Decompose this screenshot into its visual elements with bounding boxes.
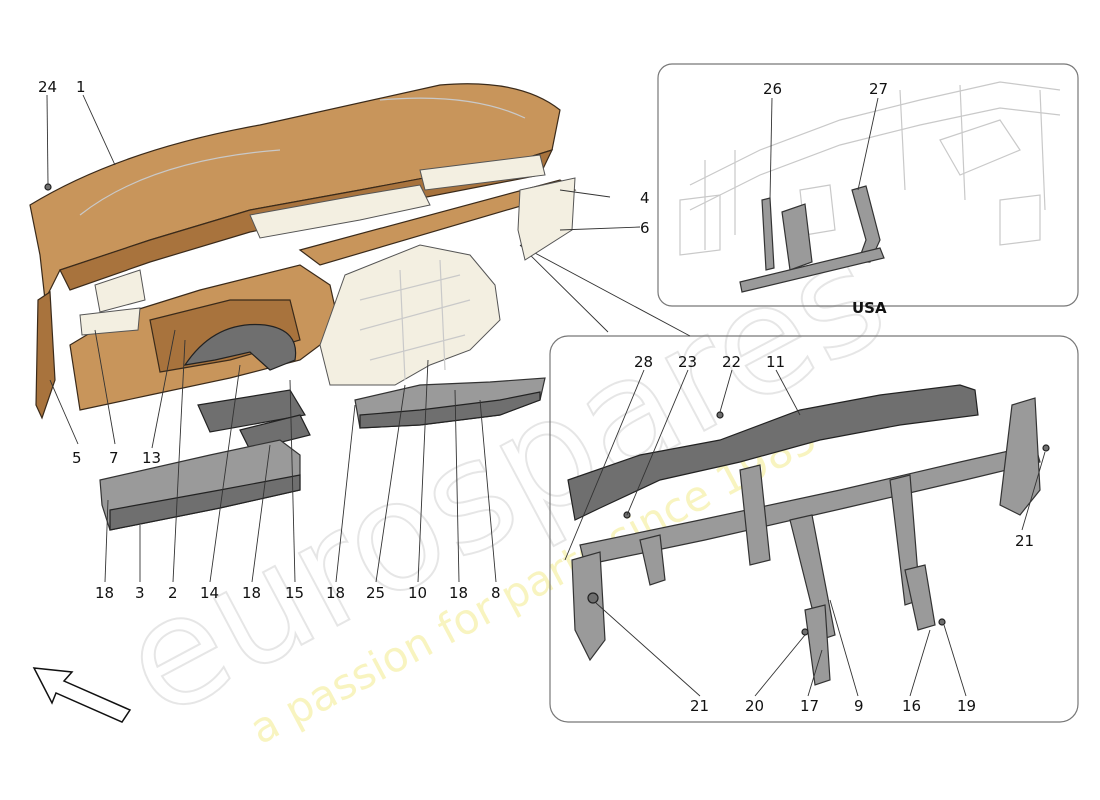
- callout-22: 22: [722, 353, 741, 371]
- callout-23: 23: [678, 353, 697, 371]
- callout-18-c: 18: [326, 584, 345, 602]
- callout-18-d: 18: [449, 584, 468, 602]
- callout-10: 10: [408, 584, 427, 602]
- ventilation-duct: [567, 384, 979, 521]
- callout-21-b: 21: [690, 697, 709, 715]
- usa-inset-title: USA: [852, 299, 887, 317]
- callout-27: 27: [869, 80, 888, 98]
- callout-18-b: 18: [242, 584, 261, 602]
- cross-car-beam: [579, 444, 1041, 566]
- callouts: 24 1 4 6 5 7 13 18 3 2 14 18 15 18 25 10…: [38, 78, 1034, 715]
- callout-8: 8: [491, 584, 501, 602]
- callout-19: 19: [957, 697, 976, 715]
- leader-lines: [46, 94, 1046, 697]
- callout-15: 15: [285, 584, 304, 602]
- callout-5: 5: [72, 449, 82, 467]
- usa-inset-frame: [657, 63, 1079, 307]
- callout-26: 26: [763, 80, 782, 98]
- direction-arrow-icon: [32, 667, 132, 723]
- callout-4: 4: [640, 189, 650, 207]
- crossmember-inset-frame: [549, 335, 1079, 723]
- callout-9: 9: [854, 697, 864, 715]
- callout-11: 11: [766, 353, 785, 371]
- callout-20: 20: [745, 697, 764, 715]
- steering-column-shroud: [183, 323, 297, 371]
- callout-24: 24: [38, 78, 57, 96]
- callout-28: 28: [634, 353, 653, 371]
- callout-2: 2: [168, 584, 178, 602]
- callout-21-a: 21: [1015, 532, 1034, 550]
- inset-connector-lines: [519, 244, 691, 337]
- callout-6: 6: [640, 219, 650, 237]
- usa-variant-illustration: USA: [679, 81, 1061, 317]
- callout-16: 16: [902, 697, 921, 715]
- callout-25: 25: [366, 584, 385, 602]
- callout-18-a: 18: [95, 584, 114, 602]
- callout-3: 3: [135, 584, 145, 602]
- callout-7: 7: [109, 449, 119, 467]
- callout-13: 13: [142, 449, 161, 467]
- dashboard-assembly: [29, 83, 577, 531]
- center-console-frame: [319, 244, 501, 386]
- callout-1: 1: [76, 78, 86, 96]
- callout-17: 17: [800, 697, 819, 715]
- callout-14: 14: [200, 584, 219, 602]
